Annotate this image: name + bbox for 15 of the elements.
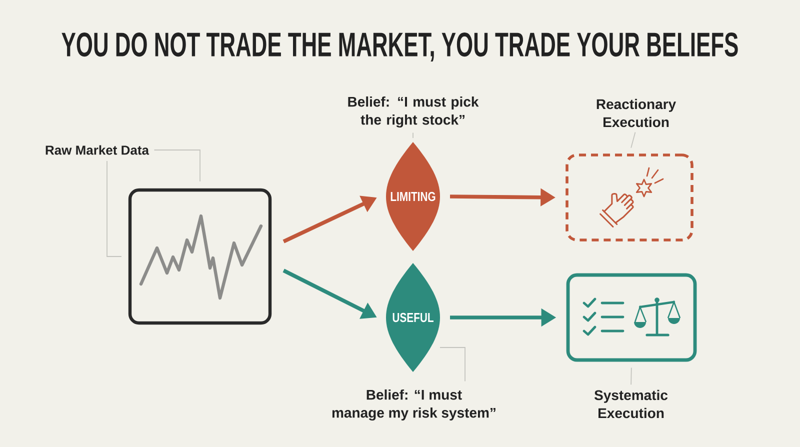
leader-line xyxy=(630,367,632,386)
callout-label: Belief: “I must pick the right stock” xyxy=(348,96,479,128)
callout-label: Raw Market Data xyxy=(46,145,150,155)
rounded-box xyxy=(566,273,697,362)
leader-line xyxy=(154,150,200,182)
leader-line xyxy=(440,347,466,382)
title: YOU DO NOT TRADE THE MARKET, YOU TRADE YOUR BELIEFS xyxy=(62,32,738,62)
chart-frame xyxy=(128,188,272,325)
dashed-box xyxy=(566,154,694,242)
leader-line xyxy=(106,160,122,257)
callout-label: Systematic Execution xyxy=(594,390,668,418)
leader-line xyxy=(412,132,414,138)
callout-label: Reactionary Execution xyxy=(596,98,676,128)
callout-label: Belief: “I must manage my risk system” xyxy=(332,389,496,421)
leader-line xyxy=(630,132,636,148)
